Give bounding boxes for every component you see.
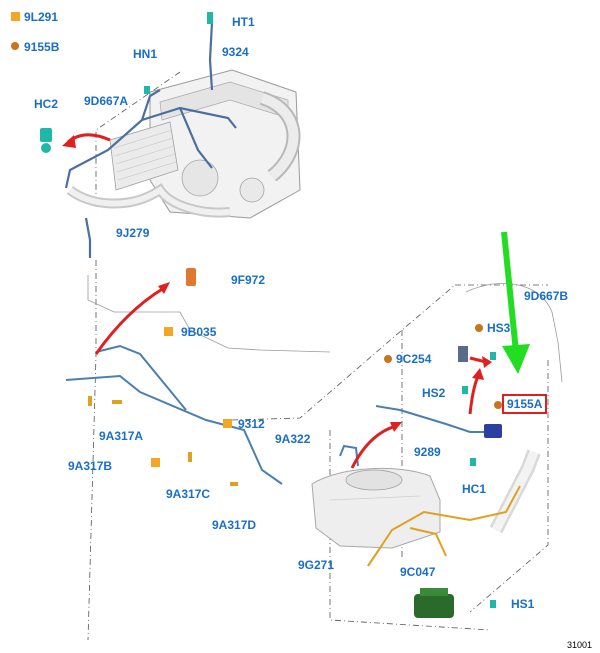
dot-marker-9155a	[494, 401, 502, 409]
engine-assembly	[66, 69, 301, 219]
label-9a317d: 9A317D	[212, 518, 257, 532]
figure-reference: 31001	[567, 640, 593, 650]
label-9a322: 9A322	[275, 432, 311, 446]
label-9155a-highlighted: 9155A	[502, 394, 548, 414]
square-marker-9a317b	[151, 458, 160, 467]
label-ht1: HT1	[232, 15, 255, 29]
orange-lines	[367, 485, 521, 567]
dot-marker-hs3	[475, 324, 483, 332]
label-9d667a: 9D667A	[84, 94, 129, 108]
label-9b035: 9B035	[181, 325, 217, 339]
label-hs2: HS2	[422, 386, 446, 400]
red-arrowheads	[62, 135, 492, 432]
label-9j279: 9J279	[116, 226, 150, 240]
label-9289: 9289	[414, 445, 441, 459]
label-9312: 9312	[238, 417, 265, 431]
label-hn1: HN1	[133, 47, 158, 61]
legend-square-marker	[11, 12, 20, 21]
engine-harness	[64, 21, 237, 258]
green-arrow	[501, 231, 530, 374]
label-9c047: 9C047	[400, 565, 436, 579]
label-9g271: 9G271	[298, 558, 335, 572]
label-hc1: HC1	[462, 482, 487, 496]
dot-marker-9c254	[384, 355, 392, 363]
label-9f972: 9F972	[231, 273, 266, 287]
label-9a317a: 9A317A	[99, 429, 144, 443]
label-hs1: HS1	[511, 597, 535, 611]
label-9c254: 9C254	[396, 352, 432, 366]
tank-harness	[65, 344, 494, 485]
legend-dot-marker	[11, 42, 19, 50]
label-hc2: HC2	[34, 97, 59, 111]
label-9d667b: 9D667B	[524, 289, 569, 303]
components	[40, 12, 502, 618]
label-9a317c: 9A317C	[166, 487, 211, 501]
square-marker-9b035	[164, 327, 173, 336]
label-9324: 9324	[222, 45, 249, 59]
label-9a317b: 9A317B	[68, 459, 113, 473]
label-hs3: HS3	[487, 321, 511, 335]
legend-square-code: 9L291	[24, 10, 59, 24]
fuel-tank	[311, 467, 441, 549]
underbody-lines	[87, 275, 563, 383]
legend-dot-code: 9155B	[24, 40, 60, 54]
square-marker-9312	[223, 419, 232, 428]
filler-neck	[489, 449, 541, 534]
